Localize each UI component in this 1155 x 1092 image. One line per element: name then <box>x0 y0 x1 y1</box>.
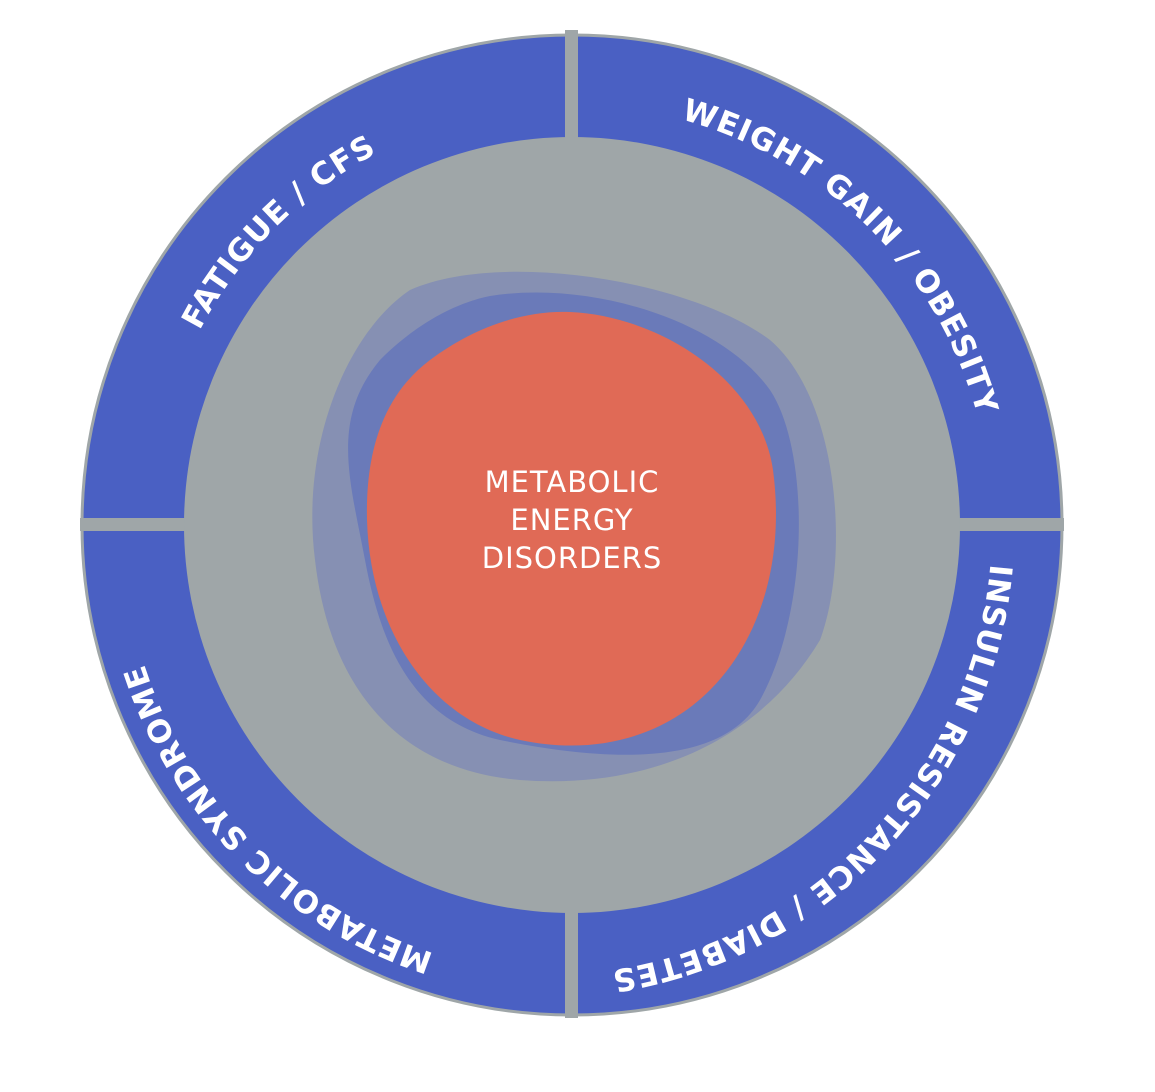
center-line-2: ENERGY <box>510 503 633 537</box>
separator-right <box>956 518 1064 531</box>
separator-bottom <box>565 908 578 1018</box>
center-line-3: DISORDERS <box>482 541 662 575</box>
separator-left <box>80 518 188 531</box>
core-blob <box>366 311 776 746</box>
center-line-1: METABOLIC <box>485 465 660 499</box>
separator-top <box>565 30 578 140</box>
